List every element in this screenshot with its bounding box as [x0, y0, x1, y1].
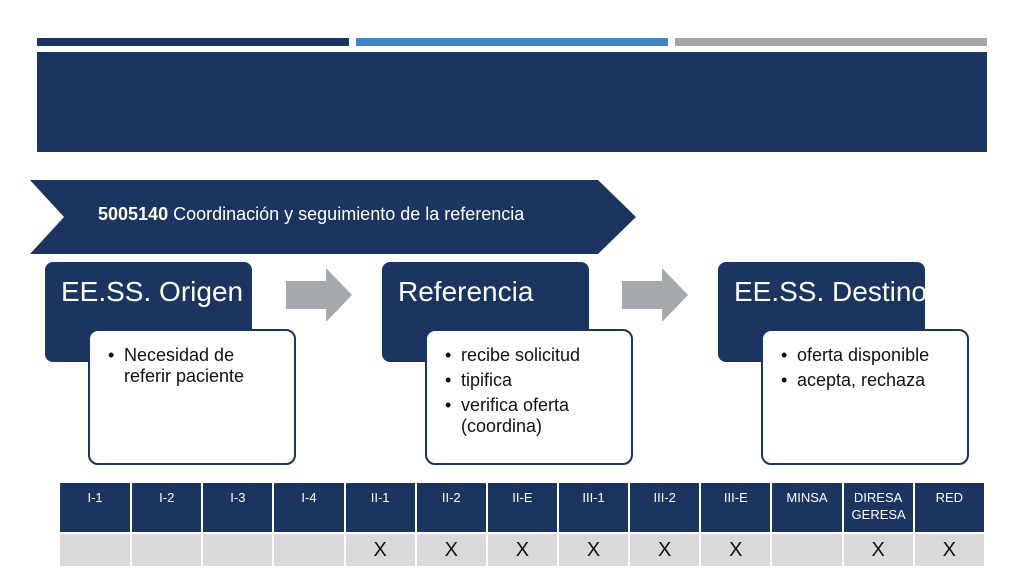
process-banner-chevron	[30, 180, 636, 254]
stage-destino-list: oferta disponible acepta, rechaza	[777, 345, 955, 391]
table-header: III-1	[557, 483, 631, 533]
table-cell: X	[415, 532, 488, 566]
table-header: III-E	[700, 483, 773, 533]
process-name: Coordinación y seguimiento de la referen…	[173, 204, 525, 224]
stage-referencia-body: recibe solicitud tipifica verifica ofert…	[425, 329, 633, 465]
stage-destino-body: oferta disponible acepta, rechaza	[761, 329, 969, 465]
stage-referencia-title: Referencia	[398, 276, 534, 307]
table-header: III-2	[629, 483, 702, 533]
table-cell: X	[557, 532, 631, 566]
stage-origen-body: Necesidad de referir paciente	[88, 329, 296, 465]
top-accent-bar-blue	[356, 38, 668, 46]
table-header: RED	[913, 483, 987, 533]
table-header: I-1	[60, 483, 133, 533]
care-levels-table: I-1 I-2 I-3 I-4 II-1 II-2 II-E III-1 III…	[60, 483, 987, 566]
list-item: oferta disponible	[781, 345, 955, 366]
table-cell: X	[344, 532, 417, 566]
right-arrow-icon	[622, 268, 688, 322]
table-cell: X	[486, 532, 559, 566]
table-header: II-E	[486, 483, 559, 533]
table-cell: X	[700, 532, 773, 566]
stage-origen-title: EE.SS. Origen	[61, 276, 244, 307]
list-item: acepta, rechaza	[781, 370, 955, 391]
table-cell	[202, 532, 275, 566]
table-header: I-2	[131, 483, 204, 533]
list-item: tipifica	[445, 370, 619, 391]
stage-destino-title: EE.SS. Destino	[734, 276, 927, 307]
list-item: verifica oferta (coordina)	[445, 395, 619, 437]
title-box	[37, 52, 987, 152]
table-header: II-2	[415, 483, 488, 533]
right-arrow-icon	[286, 268, 352, 322]
table-cell: X	[842, 532, 915, 566]
list-item: recibe solicitud	[445, 345, 619, 366]
table-row: X X X X X X X X	[60, 532, 987, 566]
table-header: I-3	[202, 483, 275, 533]
table-cell	[273, 532, 346, 566]
process-code: 5005140	[98, 204, 169, 224]
table-cell	[60, 532, 133, 566]
table-header-row: I-1 I-2 I-3 I-4 II-1 II-2 II-E III-1 III…	[60, 483, 987, 533]
table-header: I-4	[273, 483, 346, 533]
process-banner-label: 5005140 Coordinación y seguimiento de la…	[98, 204, 524, 225]
stage-origen-list: Necesidad de referir paciente	[104, 345, 282, 387]
table-header: DIRESA GERESA	[842, 483, 915, 533]
table-header: II-1	[344, 483, 417, 533]
table-cell: X	[629, 532, 702, 566]
top-accent-bar-gray	[675, 38, 987, 46]
list-item: Necesidad de referir paciente	[108, 345, 282, 387]
table-cell	[771, 532, 844, 566]
table-header: MINSA	[771, 483, 844, 533]
table-cell	[131, 532, 204, 566]
top-accent-bar-navy	[37, 38, 349, 46]
stage-referencia-list: recibe solicitud tipifica verifica ofert…	[441, 345, 619, 437]
table-cell: X	[913, 532, 987, 566]
stage-referencia-header: Referencia	[382, 262, 589, 362]
